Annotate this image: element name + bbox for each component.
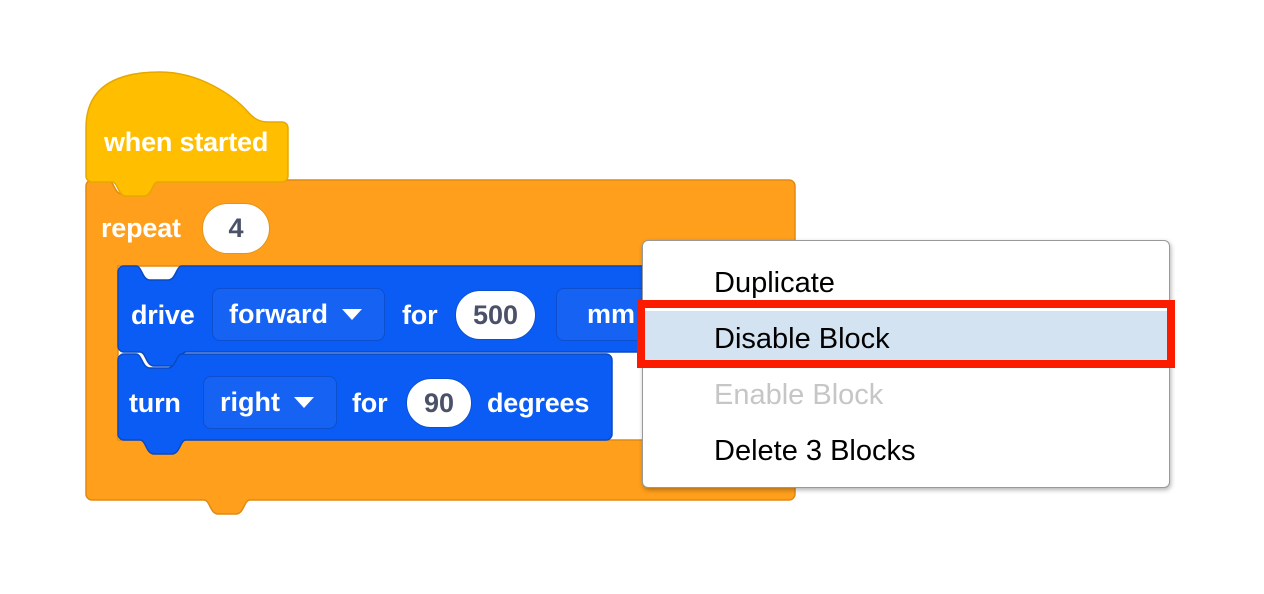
- context-menu-item-label: Enable Block: [714, 378, 884, 411]
- turn-direction-dropdown[interactable]: right: [203, 376, 337, 429]
- context-menu-item-duplicate[interactable]: Duplicate: [643, 255, 1169, 311]
- context-menu-item-disable-block[interactable]: Disable Block: [643, 311, 1169, 367]
- block-context-menu[interactable]: Duplicate Disable Block Enable Block Del…: [642, 240, 1170, 488]
- context-menu-item-enable-block: Enable Block: [643, 367, 1169, 423]
- drive-label: drive: [131, 300, 195, 330]
- turn-direction-value: right: [220, 387, 280, 417]
- turn-angle-input[interactable]: 90: [406, 378, 472, 428]
- turn-for-label: for: [352, 388, 388, 418]
- chevron-down-icon: [342, 309, 363, 320]
- when-started-block-shape[interactable]: [85, 71, 289, 197]
- turn-label: turn: [129, 388, 181, 418]
- drive-direction-dropdown[interactable]: forward: [212, 288, 385, 341]
- when-started-label: when started: [104, 127, 269, 157]
- drive-direction-value: forward: [229, 299, 329, 329]
- context-menu-item-label: Delete 3 Blocks: [714, 434, 916, 467]
- context-menu-item-delete-blocks[interactable]: Delete 3 Blocks: [643, 423, 1169, 479]
- drive-distance-input[interactable]: 500: [455, 290, 536, 340]
- drive-for-label: for: [402, 300, 438, 330]
- context-menu-item-label: Duplicate: [714, 266, 835, 299]
- repeat-count-input[interactable]: 4: [202, 203, 270, 254]
- context-menu-item-label: Disable Block: [714, 322, 890, 355]
- chevron-down-icon: [294, 397, 314, 408]
- repeat-label: repeat: [101, 213, 181, 243]
- turn-unit-label: degrees: [487, 388, 590, 418]
